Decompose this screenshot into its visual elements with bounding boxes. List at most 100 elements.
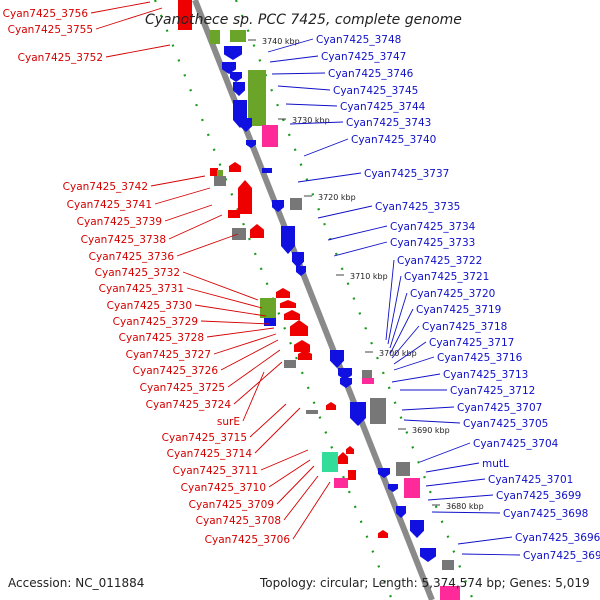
gene-label-right: Cyan7425_3698: [503, 508, 588, 520]
gene-feature: [396, 462, 410, 476]
gene-feature: [350, 402, 366, 426]
gene-label-left: Cyan7425_3732: [95, 267, 180, 279]
gene-label-right: Cyan7425_3748: [316, 34, 401, 46]
gene-label-right: Cyan7425_3722: [397, 255, 482, 267]
gene-label-left: Cyan7425_3729: [113, 316, 198, 328]
gene-label-left: Cyan7425_3714: [167, 448, 253, 460]
gene-feature: [224, 46, 242, 60]
gene-label-left: Cyan7425_3706: [205, 534, 291, 546]
gene-label-right: Cyan7425_3746: [328, 68, 414, 80]
gene-feature: [217, 170, 223, 176]
gene-label-left: Cyan7425_3731: [99, 283, 184, 295]
gene-feature: [210, 168, 218, 176]
gene-feature: [294, 340, 310, 352]
gene-feature: [272, 200, 284, 212]
label-leader-lines: [90, 1, 521, 556]
gene-label-right: Cyan7425_3737: [364, 168, 449, 180]
gene-feature: [326, 402, 336, 410]
gene-feature: [410, 520, 424, 538]
gene-label-right: Cyan7425_3717: [429, 337, 514, 349]
gene-feature: [362, 370, 372, 378]
gene-feature: [338, 452, 348, 464]
gene-label-right: Cyan7425_3734: [390, 221, 476, 233]
gene-label-right: Cyan7425_3721: [404, 271, 489, 283]
gene-feature: [292, 252, 304, 268]
gene-label-right: Cyan7425_3743: [346, 117, 431, 129]
tick-label: 3690 kbp: [412, 426, 450, 435]
topology-text: Topology: circular; Length: 5,374,574 bp…: [259, 576, 590, 590]
gene-label-right: Cyan7425_3744: [340, 101, 426, 113]
gene-feature: [290, 320, 308, 336]
gene-feature: [222, 62, 236, 74]
gene-label-right: Cyan7425_3696: [515, 532, 600, 544]
gene-feature: [246, 140, 256, 148]
gene-feature: [334, 478, 348, 488]
gene-label-right: Cyan7425_3720: [410, 288, 495, 300]
gene-feature: [178, 0, 192, 30]
gene-label-left: Cyan7425_3730: [107, 300, 192, 312]
gene-feature: [370, 398, 386, 424]
gene-label-left: Cyan7425_3711: [173, 465, 258, 477]
gene-label-left: Cyan7425_3710: [181, 482, 266, 494]
gene-label-left: Cyan7425_3724: [146, 399, 232, 411]
gene-feature: [262, 125, 278, 147]
gene-feature: [230, 30, 246, 42]
left-gene-labels: Cyan7425_3756Cyan7425_3755Cyan7425_3752C…: [3, 8, 291, 546]
gene-label-right: Cyan7425_3699: [496, 490, 581, 502]
gene-feature: [388, 484, 398, 492]
gene-feature: [238, 180, 252, 214]
gene-feature: [214, 176, 226, 186]
gene-feature: [262, 168, 272, 173]
gene-feature: [284, 310, 300, 320]
gene-feature: [396, 506, 406, 518]
gene-label-right: Cyan7425_3745: [333, 85, 418, 97]
gene-label-right: Cyan7425_3701: [488, 474, 573, 486]
gene-feature: [322, 452, 338, 472]
gene-feature: [404, 478, 420, 498]
gene-label-right: Cyan7425_3733: [390, 237, 475, 249]
gene-feature: [348, 470, 356, 480]
gene-label-right: mutL: [482, 458, 509, 470]
gene-label-left: Cyan7425_3752: [18, 52, 103, 64]
gene-label-right: Cyan7425_3718: [422, 321, 507, 333]
gene-feature: [290, 198, 302, 210]
gene-label-left: Cyan7425_3727: [126, 349, 211, 361]
gene-label-left: Cyan7425_3725: [140, 382, 225, 394]
tick-label: 3710 kbp: [350, 272, 388, 281]
gene-feature: [228, 210, 240, 218]
gene-feature: [230, 72, 242, 82]
gene-label-right: Cyan7425_3705: [463, 418, 548, 430]
gene-label-right: Cyan7425_3719: [416, 304, 501, 316]
gene-feature: [440, 586, 460, 600]
gene-feature: [362, 378, 374, 384]
tick-label: 3730 kbp: [292, 116, 330, 125]
gene-label-right: Cyan7425_3704: [473, 438, 559, 450]
gene-feature: [233, 82, 245, 96]
gene-label-left: Cyan7425_3736: [89, 251, 175, 263]
gene-feature: [338, 368, 352, 380]
gene-label-left: Cyan7425_3741: [67, 199, 152, 211]
gene-feature: [276, 288, 290, 298]
gene-label-left: Cyan7425_3756: [3, 8, 89, 20]
gene-feature: [240, 118, 252, 132]
gene-feature: [378, 530, 388, 538]
right-gene-labels: Cyan7425_3748Cyan7425_3747Cyan7425_3746C…: [316, 34, 600, 562]
gene-feature: [442, 560, 454, 570]
gene-label-left: Cyan7425_3708: [196, 515, 281, 527]
gene-feature: [264, 318, 276, 326]
gene-feature: [280, 300, 296, 308]
gene-feature: [210, 30, 220, 44]
gene-label-left: surE: [217, 416, 240, 428]
gene-label-right: Cyan7425_3713: [443, 369, 528, 381]
page-title: Cyanothece sp. PCC 7425, complete genome: [145, 12, 462, 28]
gene-label-left: Cyan7425_3715: [162, 432, 247, 444]
gene-feature: [250, 224, 264, 238]
gene-label-right: Cyan7425_3740: [351, 134, 436, 146]
gene-feature: [346, 446, 354, 454]
gene-feature: [306, 410, 318, 414]
gene-label-left: Cyan7425_3739: [77, 216, 162, 228]
gene-label-right: Cyan7425_3747: [321, 51, 406, 63]
